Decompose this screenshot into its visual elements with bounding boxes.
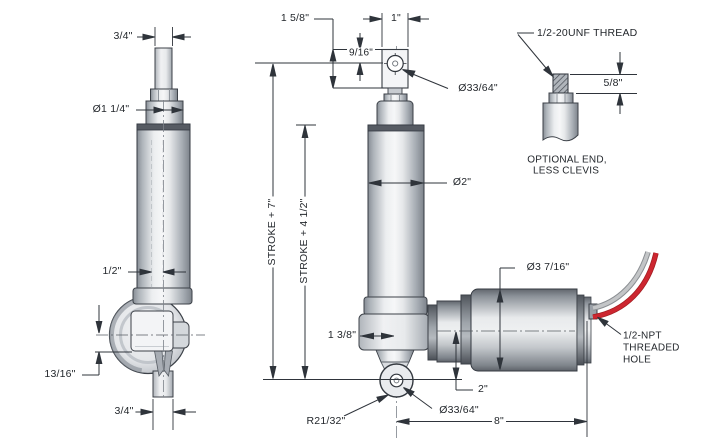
detail-caption-line2: LESS CLEVIS	[530, 165, 602, 177]
motor-wires	[592, 251, 659, 320]
rod-neck	[387, 87, 403, 95]
cylinder-body	[367, 124, 425, 298]
npt-nipple	[588, 303, 598, 320]
npt-callout-line1: 1/2-NPT	[622, 330, 663, 342]
rod	[154, 47, 173, 90]
dim-label-clevis-depth: 1 5/8"	[278, 12, 312, 25]
dimension-lines	[82, 13, 637, 437]
clevis-tab	[152, 370, 174, 398]
dim-label-gear-offset: 1 3/8"	[325, 329, 359, 342]
motor-end-cap	[583, 296, 592, 364]
thread-callout: 1/2-20UNF THREAD	[536, 26, 639, 40]
front-view-actuator	[358, 46, 659, 440]
dim-label-motor-center: 2"	[476, 383, 490, 396]
motor-front-section	[436, 300, 464, 363]
stub-rod-break	[542, 102, 579, 142]
dim-label-stroke-retracted: STROKE + 4 1/2"	[298, 196, 311, 286]
cylinder-cap	[376, 100, 414, 126]
dim-label-tab-width: 3/4"	[112, 405, 136, 418]
bottom-sleeve	[132, 287, 193, 305]
dim-label-motor-dia: Ø3 7/16"	[524, 261, 572, 274]
dim-label-shaft: 1/2"	[100, 265, 124, 278]
gray-wire	[592, 251, 651, 311]
gearbox-front-block	[130, 310, 174, 352]
dim-label-thread-length: 5/8"	[601, 76, 625, 90]
dim-label-offset: 13/16"	[42, 368, 78, 381]
bottom-clevis-hole	[389, 373, 404, 388]
dim-label-rod-width: 3/4"	[111, 30, 135, 43]
dim-label-cyl-dia: Ø2"	[450, 176, 474, 189]
motor-ring	[460, 294, 473, 365]
gearbox-flange	[363, 296, 428, 316]
dim-label-hole-offset: 9/16"	[346, 47, 376, 59]
gearbox-housing	[358, 313, 430, 351]
cylinder-top-band	[367, 124, 425, 132]
motor-body	[470, 288, 578, 372]
motor-end-band	[576, 294, 585, 366]
detail-caption-line1: OPTIONAL END,	[525, 154, 609, 166]
stub-nut	[548, 92, 574, 104]
dim-label-clevis-radius: R21/32"	[304, 415, 348, 428]
dim-label-clevis-width: 1"	[389, 12, 403, 25]
dim-label-stroke-extended: STROKE + 7"	[266, 196, 279, 268]
threaded-stub	[552, 73, 569, 94]
dim-label-top-hole-dia: Ø33/64"	[456, 81, 500, 95]
rod-collar	[145, 100, 184, 126]
optional-end-detail	[542, 73, 579, 142]
top-clevis-hole	[386, 54, 404, 73]
dim-label-overall-length: 8"	[492, 414, 506, 428]
dim-label-bottom-hole-dia: Ø33/64"	[437, 404, 481, 417]
npt-callout-line2: THREADED	[622, 342, 681, 354]
gearbox-taper	[375, 349, 415, 363]
motor-assembly	[427, 288, 598, 372]
rod-nut	[150, 88, 178, 102]
npt-callout-line3: HOLE	[622, 354, 653, 366]
dim-label-collar-dia: Ø1 1/4"	[90, 103, 132, 116]
side-view-actuator	[96, 47, 205, 400]
